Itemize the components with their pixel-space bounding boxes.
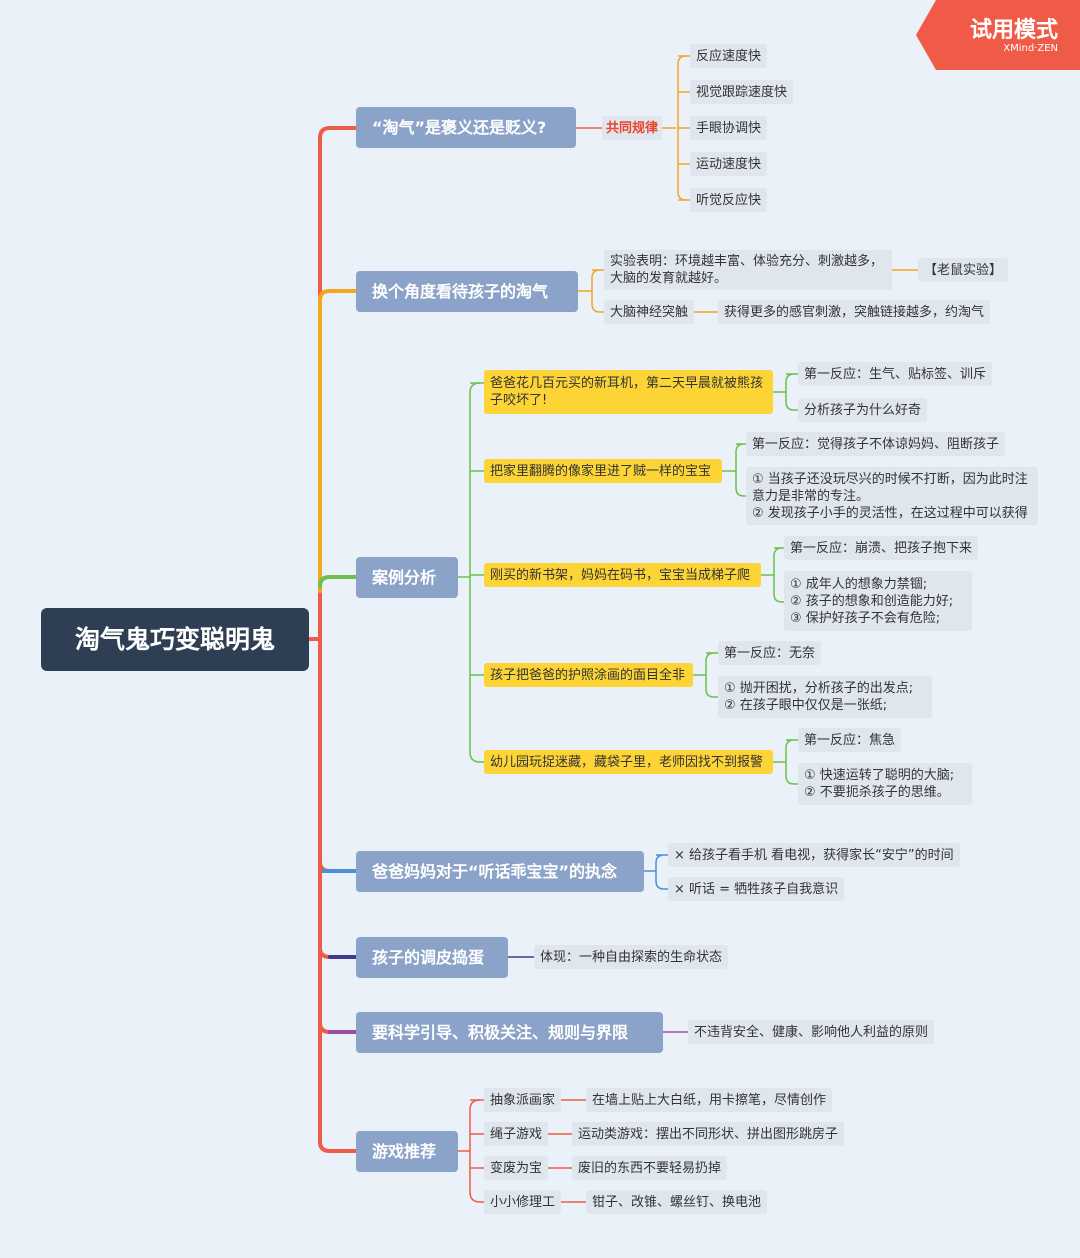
case-passport-analysis[interactable]: ① 抛开困扰，分析孩子的出发点; ② 在孩子眼中仅仅是一张纸;: [718, 676, 932, 718]
subtopic-movement-speed[interactable]: 运动速度快: [690, 152, 768, 176]
subtopic-phone-tv[interactable]: × 给孩子看手机 看电视，获得家长“安宁”的时间: [668, 843, 960, 867]
game-rope-desc[interactable]: 运动类游戏：摆出不同形状、拼出图形跳房子: [572, 1122, 845, 1146]
subtopic-principles[interactable]: 不违背安全、健康、影响他人利益的原则: [688, 1020, 935, 1044]
subtopic-synapse[interactable]: 大脑神经突触: [604, 300, 695, 324]
subtopic-rat-experiment[interactable]: 【老鼠实验】: [918, 258, 1009, 282]
subtopic-experiment[interactable]: 实验表明：环境越丰富、体验充分、刺激越多， 大脑的发育就越好。: [604, 250, 892, 290]
case-bookshelf-reaction[interactable]: 第一反应：崩溃、把孩子抱下来: [784, 536, 979, 560]
subtopic-obedience-cost[interactable]: × 听话 = 牺牲孩子自我意识: [668, 877, 845, 901]
trial-mode-text: 试用模式: [969, 18, 1058, 43]
topic-obedient-baby[interactable]: 爸爸妈妈对于“听话乖宝宝”的执念: [356, 851, 644, 892]
game-repairman[interactable]: 小小修理工: [484, 1190, 562, 1214]
trial-mode-badge: 试用模式 XMind·ZEN: [916, 0, 1080, 70]
topic-mischief[interactable]: 孩子的调皮捣蛋: [356, 937, 508, 978]
case-messy-home[interactable]: 把家里翻腾的像家里进了贼一样的宝宝: [484, 459, 722, 483]
topic-guidance[interactable]: 要科学引导、积极关注、规则与界限: [356, 1012, 663, 1053]
case-headphones-reaction[interactable]: 第一反应：生气、贴标签、训斥: [798, 362, 993, 386]
root-topic[interactable]: 淘气鬼巧变聪明鬼: [41, 608, 309, 671]
case-headphones[interactable]: 爸爸花几百元买的新耳机，第二天早晨就被熊孩 子咬坏了!: [484, 370, 773, 414]
case-headphones-analysis[interactable]: 分析孩子为什么好奇: [798, 398, 928, 422]
topic-game-recommend[interactable]: 游戏推荐: [356, 1131, 458, 1172]
game-repairman-desc[interactable]: 钳子、改锥、螺丝钉、换电池: [586, 1190, 768, 1214]
topic-case-analysis[interactable]: 案例分析: [356, 557, 458, 598]
case-messy-home-analysis[interactable]: ① 当孩子还没玩尽兴的时候不打断，因为此时注 意力是非常的专注。 ② 发现孩子小…: [746, 467, 1038, 525]
case-hide-and-seek-reaction[interactable]: 第一反应：焦急: [798, 728, 902, 752]
subtopic-visual-tracking[interactable]: 视觉跟踪速度快: [690, 80, 794, 104]
topic-naughty-praise-or-blame[interactable]: “淘气”是褒义还是贬义?: [356, 107, 576, 148]
brand-text: XMind·ZEN: [1003, 43, 1058, 54]
case-bookshelf[interactable]: 刚买的新书架，妈妈在码书，宝宝当成梯子爬: [484, 563, 761, 587]
subtopic-more-stimulation[interactable]: 获得更多的感官刺激，突触链接越多，约淘气: [718, 300, 991, 324]
case-passport-reaction[interactable]: 第一反应：无奈: [718, 641, 822, 665]
trial-ribbon-shape: [916, 0, 1080, 70]
case-hide-and-seek-analysis[interactable]: ① 快速运转了聪明的大脑; ② 不要扼杀孩子的思维。: [798, 763, 972, 805]
case-passport[interactable]: 孩子把爸爸的护照涂画的面目全非: [484, 663, 693, 687]
case-bookshelf-analysis[interactable]: ① 成年人的想象力禁锢; ② 孩子的想象和创造能力好; ③ 保护好孩子不会有危险…: [784, 571, 972, 631]
subtopic-reaction-speed[interactable]: 反应速度快: [690, 44, 768, 68]
game-recycle-desc[interactable]: 废旧的东西不要轻易扔掉: [572, 1156, 728, 1180]
game-rope[interactable]: 绳子游戏: [484, 1122, 549, 1146]
game-recycle[interactable]: 变废为宝: [484, 1156, 549, 1180]
topic-another-angle[interactable]: 换个角度看待孩子的淘气: [356, 271, 578, 312]
game-abstract-painter[interactable]: 抽象派画家: [484, 1088, 562, 1112]
game-abstract-painter-desc[interactable]: 在墙上贴上大白纸，用卡擦笔，尽情创作: [586, 1088, 833, 1112]
subtopic-free-exploration[interactable]: 体现：一种自由探索的生命状态: [534, 945, 729, 969]
subtopic-hand-eye[interactable]: 手眼协调快: [690, 116, 768, 140]
topic-common-pattern[interactable]: 共同规律: [602, 116, 662, 140]
case-hide-and-seek[interactable]: 幼儿园玩捉迷藏，藏袋子里，老师因找不到报警: [484, 750, 773, 774]
subtopic-hearing[interactable]: 听觉反应快: [690, 188, 768, 212]
case-messy-home-reaction[interactable]: 第一反应：觉得孩子不体谅妈妈、阻断孩子: [746, 432, 1006, 456]
